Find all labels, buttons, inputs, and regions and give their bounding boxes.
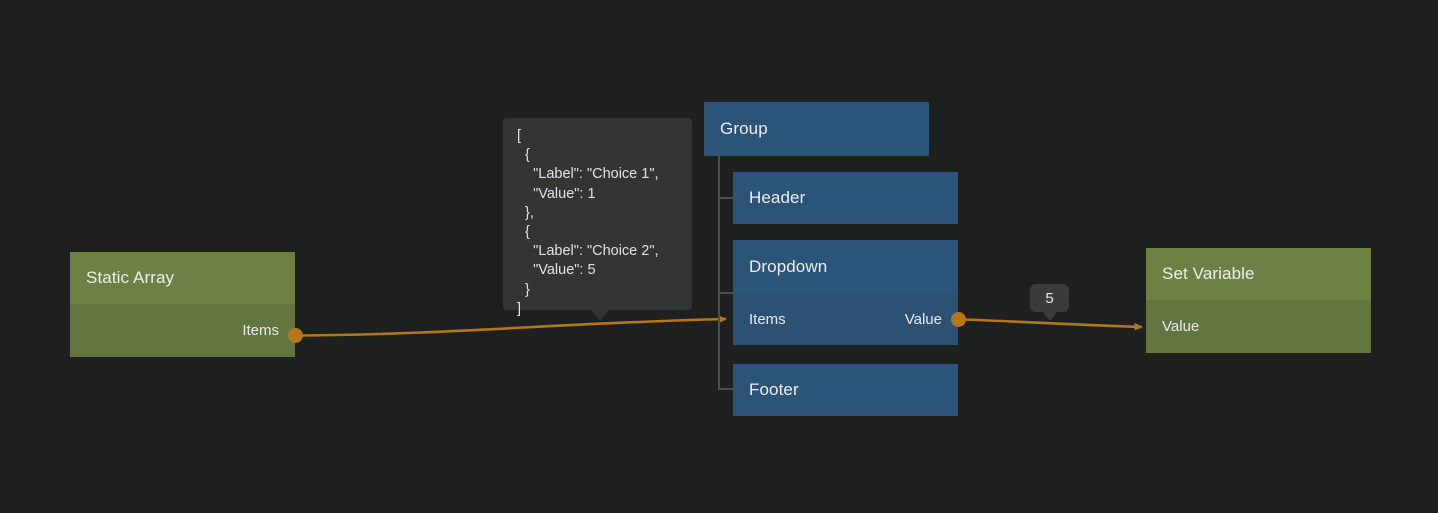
- header-node-title: Header: [749, 188, 806, 207]
- dropdown-items-label: Items: [749, 310, 786, 328]
- static-array-items-label: Items: [242, 322, 279, 339]
- set-variable-header[interactable]: Set Variable: [1146, 248, 1371, 300]
- edge-value-badge-pointer: [1042, 311, 1058, 321]
- edge-value-badge: 5: [1030, 284, 1069, 312]
- static-array-title: Static Array: [86, 268, 175, 287]
- set-variable-title: Set Variable: [1162, 264, 1255, 283]
- node-footer[interactable]: Footer: [733, 364, 958, 416]
- group-tree-vertical-line: [718, 156, 720, 390]
- port-dropdown-value-output[interactable]: [951, 312, 966, 327]
- set-variable-value-row[interactable]: Value: [1146, 300, 1371, 353]
- static-array-body[interactable]: Items: [70, 304, 295, 357]
- group-tree-stub-header: [718, 197, 733, 199]
- group-tree-stub-footer: [718, 388, 733, 390]
- static-array-items-row[interactable]: Items: [70, 304, 295, 357]
- set-variable-body[interactable]: Value: [1146, 300, 1371, 353]
- group-title: Group: [720, 119, 768, 138]
- dropdown-body[interactable]: Items Value: [733, 293, 958, 345]
- header-node-header[interactable]: Header: [733, 172, 958, 224]
- footer-node-title: Footer: [749, 380, 799, 399]
- dropdown-title: Dropdown: [749, 256, 828, 276]
- node-set-variable[interactable]: Set Variable Value: [1146, 248, 1371, 353]
- items-json-text: [ { "Label": "Choice 1", "Value": 1 }, {…: [517, 128, 659, 317]
- items-json-tooltip: [ { "Label": "Choice 1", "Value": 1 }, {…: [503, 118, 692, 317]
- dropdown-value-label: Value: [904, 310, 942, 328]
- node-header[interactable]: Header: [733, 172, 958, 224]
- node-dropdown[interactable]: Dropdown Items Value: [733, 240, 958, 345]
- dropdown-ports-row[interactable]: Items Value: [733, 293, 958, 345]
- footer-node-header[interactable]: Footer: [733, 364, 958, 416]
- group-header[interactable]: Group: [704, 102, 929, 156]
- static-array-header[interactable]: Static Array: [70, 252, 295, 304]
- dropdown-header[interactable]: Dropdown: [733, 240, 958, 293]
- set-variable-value-label: Value: [1162, 318, 1200, 335]
- node-static-array[interactable]: Static Array Items: [70, 252, 295, 357]
- port-static-array-items-output[interactable]: [288, 328, 303, 343]
- edge-static-items-to-dropdown-items: [301, 315, 727, 337]
- node-group[interactable]: Group: [704, 102, 929, 156]
- group-tree-stub-dropdown: [718, 292, 733, 294]
- items-json-tooltip-pointer: [590, 309, 610, 320]
